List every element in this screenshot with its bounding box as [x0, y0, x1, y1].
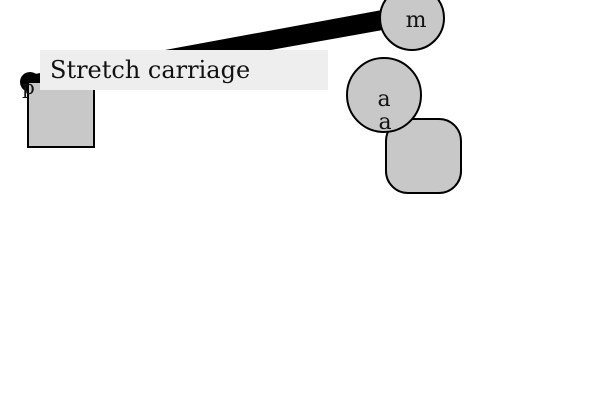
mass-node[interactable]: [379, 0, 445, 51]
carriage-block[interactable]: [27, 81, 95, 148]
axle-node[interactable]: [346, 57, 422, 133]
mass-label: m: [406, 8, 427, 33]
axle-label-top: a: [377, 87, 390, 112]
rounded-block[interactable]: [385, 118, 462, 194]
pendulum-label: p: [22, 75, 35, 99]
axle-label-bottom: a: [378, 110, 391, 135]
tooltip-text: Stretch carriage: [50, 56, 251, 84]
tooltip: Stretch carriage: [40, 50, 328, 90]
